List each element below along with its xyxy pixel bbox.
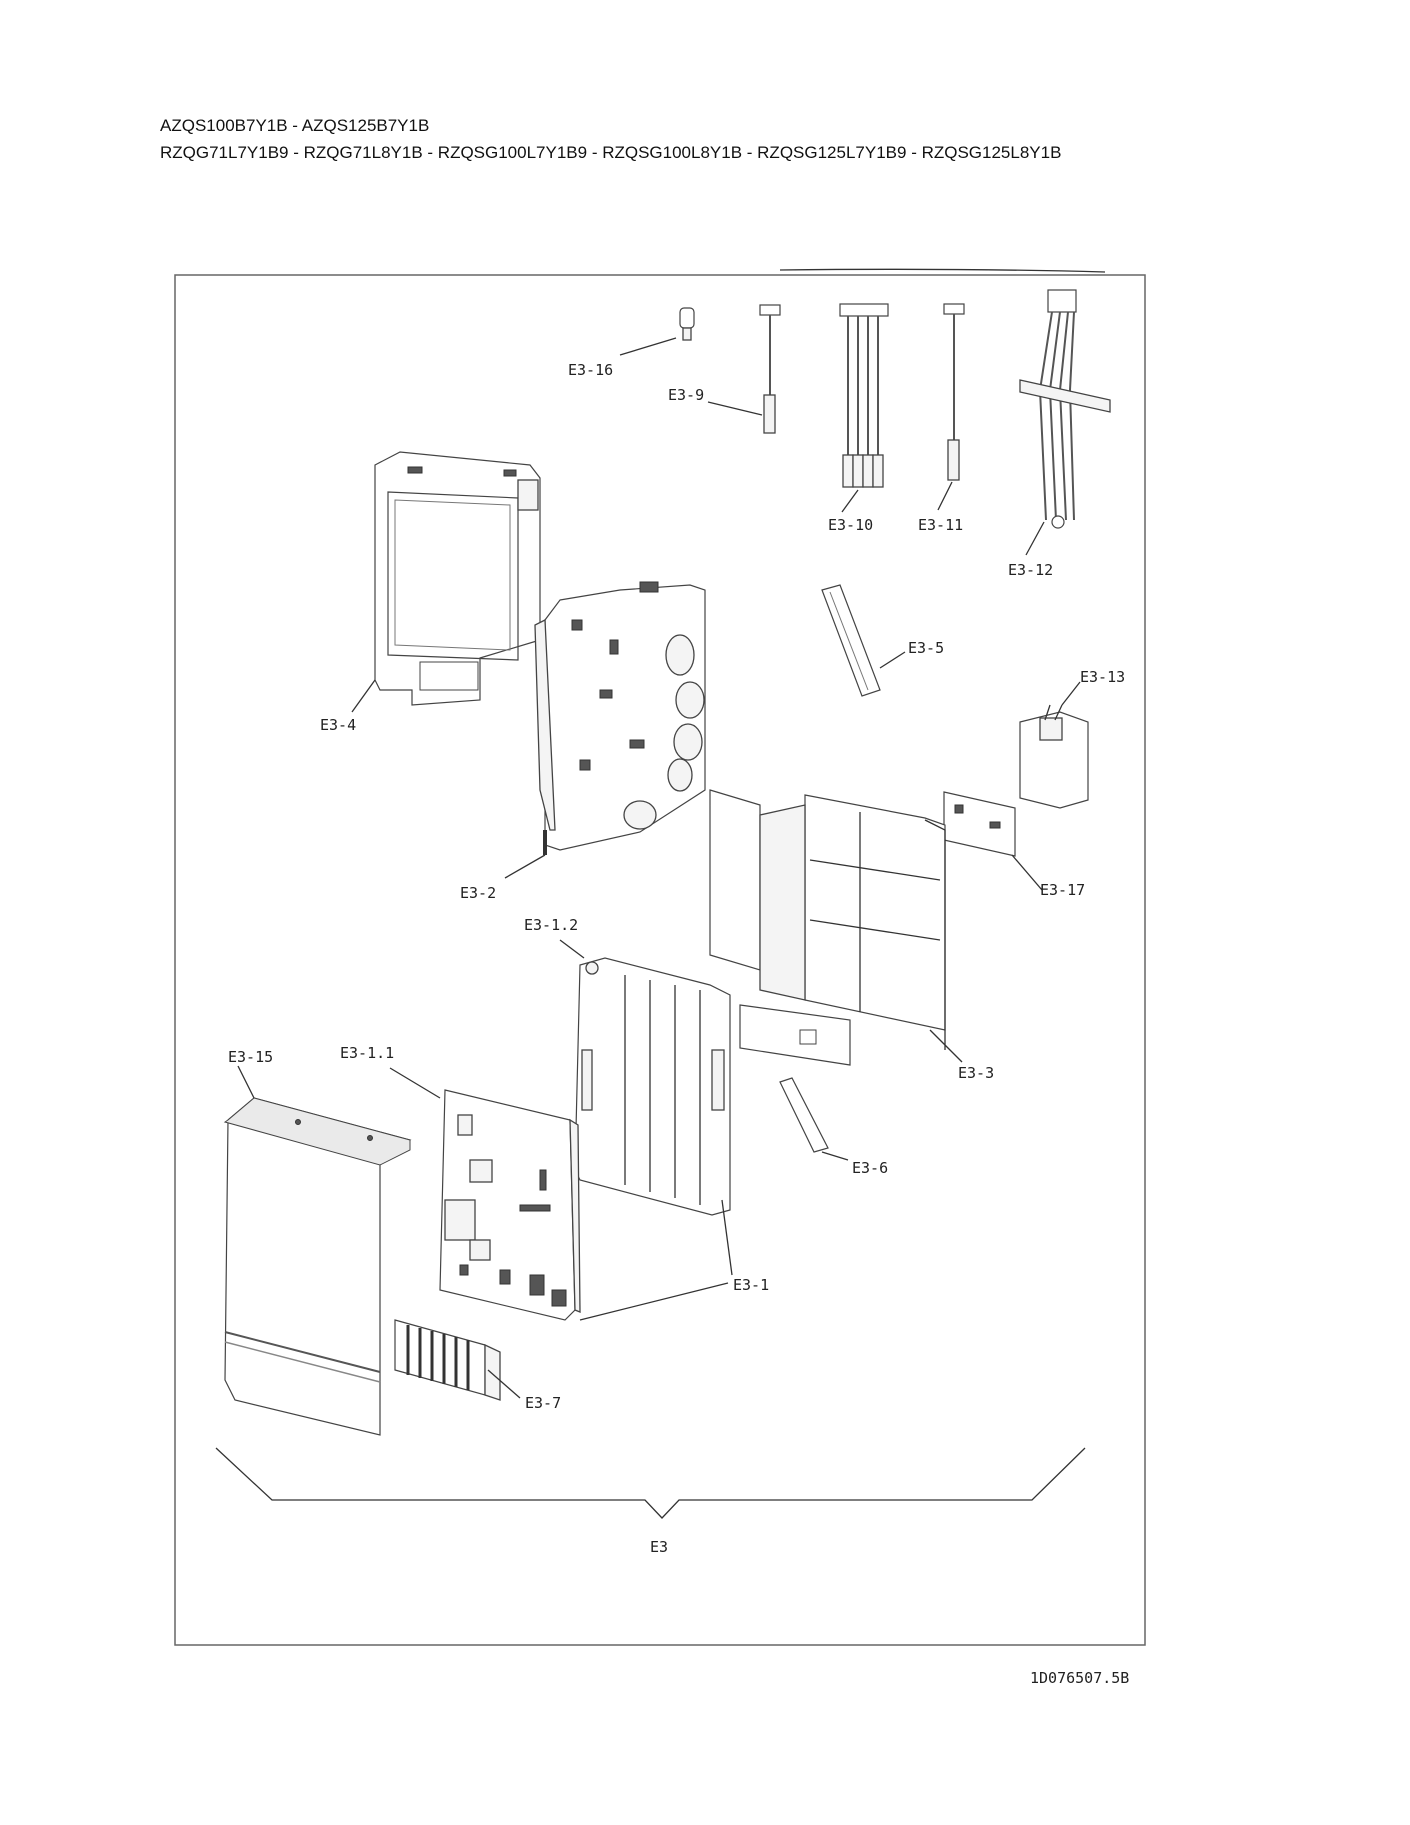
part-e3-11 [943, 303, 965, 481]
leader-e3-1-2 [559, 939, 585, 959]
label-e3-15: E3-15 [228, 1048, 273, 1066]
drawing-number: 1D076507.5B [1030, 1669, 1129, 1687]
diagram-frame [174, 274, 1146, 1646]
part-e3-16 [679, 307, 695, 341]
leader-e3-10 [841, 489, 859, 513]
leader-e3-9 [707, 401, 763, 416]
label-e3-2: E3-2 [460, 884, 496, 902]
leader-e3-11 [937, 481, 953, 511]
label-e3-11: E3-11 [918, 516, 963, 534]
part-e3-5 [821, 584, 881, 697]
leader-e3-15 [237, 1065, 255, 1099]
part-e3-3 [709, 789, 946, 1066]
leader-e3-7 [487, 1369, 521, 1399]
label-e3-6: E3-6 [852, 1159, 888, 1177]
frame-top-overhang [779, 268, 1106, 273]
group-bracket-e3 [215, 1447, 1086, 1519]
label-e3-4: E3-4 [320, 716, 356, 734]
part-e3-17 [943, 791, 1016, 857]
model-list-line-1: AZQS100B7Y1B - AZQS125B7Y1B [160, 116, 430, 135]
part-e3-15 [223, 1097, 412, 1436]
leader-e3-13 [1061, 681, 1081, 706]
leader-e3-3 [929, 1029, 963, 1063]
leader-e3-5 [879, 651, 906, 669]
label-e3-5: E3-5 [908, 639, 944, 657]
leader-e3-1-b [579, 1282, 729, 1321]
part-e3-1-1 [439, 1089, 581, 1321]
part-e3-7 [394, 1319, 501, 1401]
part-e3-13 [1019, 704, 1089, 809]
label-e3-7: E3-7 [525, 1394, 561, 1412]
label-e3-10: E3-10 [828, 516, 873, 534]
label-e3-1-1: E3-1.1 [340, 1044, 394, 1062]
leader-e3-1-1 [389, 1067, 441, 1099]
part-e3-9 [759, 304, 781, 434]
leader-e3-6 [821, 1151, 849, 1161]
leader-e3-17 [1011, 854, 1043, 891]
leader-e3-16 [619, 337, 677, 356]
part-e3-1-2 [574, 957, 731, 1216]
part-e3-6 [779, 1077, 829, 1153]
leader-e3-2 [504, 854, 546, 879]
label-e3-1: E3-1 [733, 1276, 769, 1294]
label-e3-3: E3-3 [958, 1064, 994, 1082]
label-e3-13: E3-13 [1080, 668, 1125, 686]
part-e3-10 [839, 303, 889, 488]
label-e3: E3 [650, 1538, 668, 1556]
part-e3-4 [374, 451, 541, 706]
part-e3-12 [1019, 289, 1111, 529]
label-e3-16: E3-16 [568, 361, 613, 379]
label-e3-17: E3-17 [1040, 881, 1085, 899]
leader-e3-1-a [721, 1199, 733, 1276]
leader-e3-12 [1025, 521, 1045, 556]
model-list-line-2: RZQG71L7Y1B9 - RZQG71L8Y1B - RZQSG100L7Y… [160, 143, 1062, 162]
part-e3-2 [534, 581, 706, 855]
label-e3-12: E3-12 [1008, 561, 1053, 579]
label-e3-1-2: E3-1.2 [524, 916, 578, 934]
leader-e3-4 [351, 679, 376, 713]
label-e3-9: E3-9 [668, 386, 704, 404]
